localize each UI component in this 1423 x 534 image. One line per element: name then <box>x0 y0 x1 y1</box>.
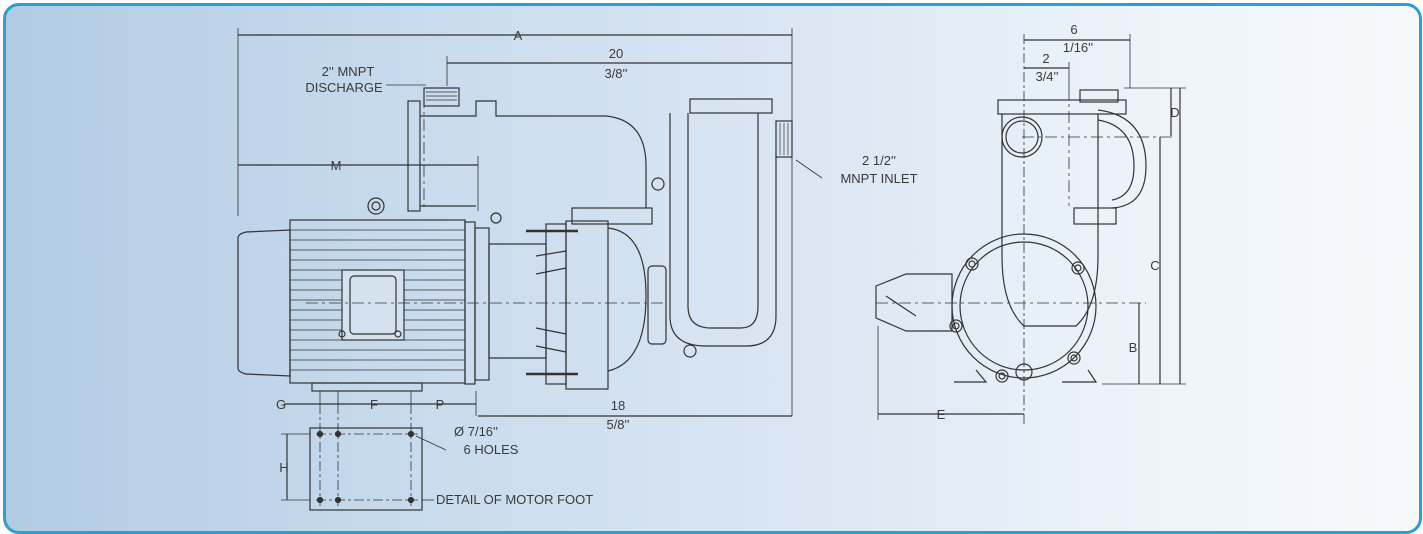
dim-18-whole: 18 <box>611 398 625 413</box>
dim-b-label: B <box>1129 340 1138 355</box>
foot-detail-label: DETAIL OF MOTOR FOOT <box>436 492 593 507</box>
dim-p-label: P <box>436 397 445 412</box>
pump-dimension-drawing: A 20 3/8'' 2'' MNPT DISCHARGE M 2 1/2'' … <box>237 22 1186 511</box>
drawing-frame: A 20 3/8'' 2'' MNPT DISCHARGE M 2 1/2'' … <box>3 3 1422 534</box>
dim-h-label: H <box>279 460 288 475</box>
inlet-label-line2: MNPT INLET <box>840 171 917 186</box>
dim-f-label: F <box>370 397 378 412</box>
front-view <box>875 34 1186 426</box>
side-view <box>237 28 823 511</box>
dim-m-label: M <box>331 158 342 173</box>
dim-2-whole: 2 <box>1042 51 1049 66</box>
dim-6-fraction: 1/16'' <box>1063 40 1093 55</box>
inlet-label-line1: 2 1/2'' <box>862 153 896 168</box>
hole-count-label: 6 HOLES <box>464 442 519 457</box>
dim-d-label: D <box>1170 105 1179 120</box>
dim-20-whole: 20 <box>609 46 623 61</box>
dim-g-label: G <box>276 397 286 412</box>
dim-e-label: E <box>937 407 946 422</box>
dim-20-fraction: 3/8'' <box>604 66 627 81</box>
dim-2-fraction: 3/4'' <box>1035 69 1058 84</box>
labels: A 20 3/8'' 2'' MNPT DISCHARGE M 2 1/2'' … <box>276 22 1180 507</box>
hole-diameter-label: Ø 7/16'' <box>454 424 498 439</box>
dim-c-label: C <box>1150 258 1159 273</box>
dim-18-fraction: 5/8'' <box>606 417 629 432</box>
dim-a-label: A <box>514 28 523 43</box>
discharge-label-line1: 2'' MNPT <box>322 64 375 79</box>
discharge-label-line2: DISCHARGE <box>305 80 383 95</box>
dim-6-whole: 6 <box>1070 22 1077 37</box>
